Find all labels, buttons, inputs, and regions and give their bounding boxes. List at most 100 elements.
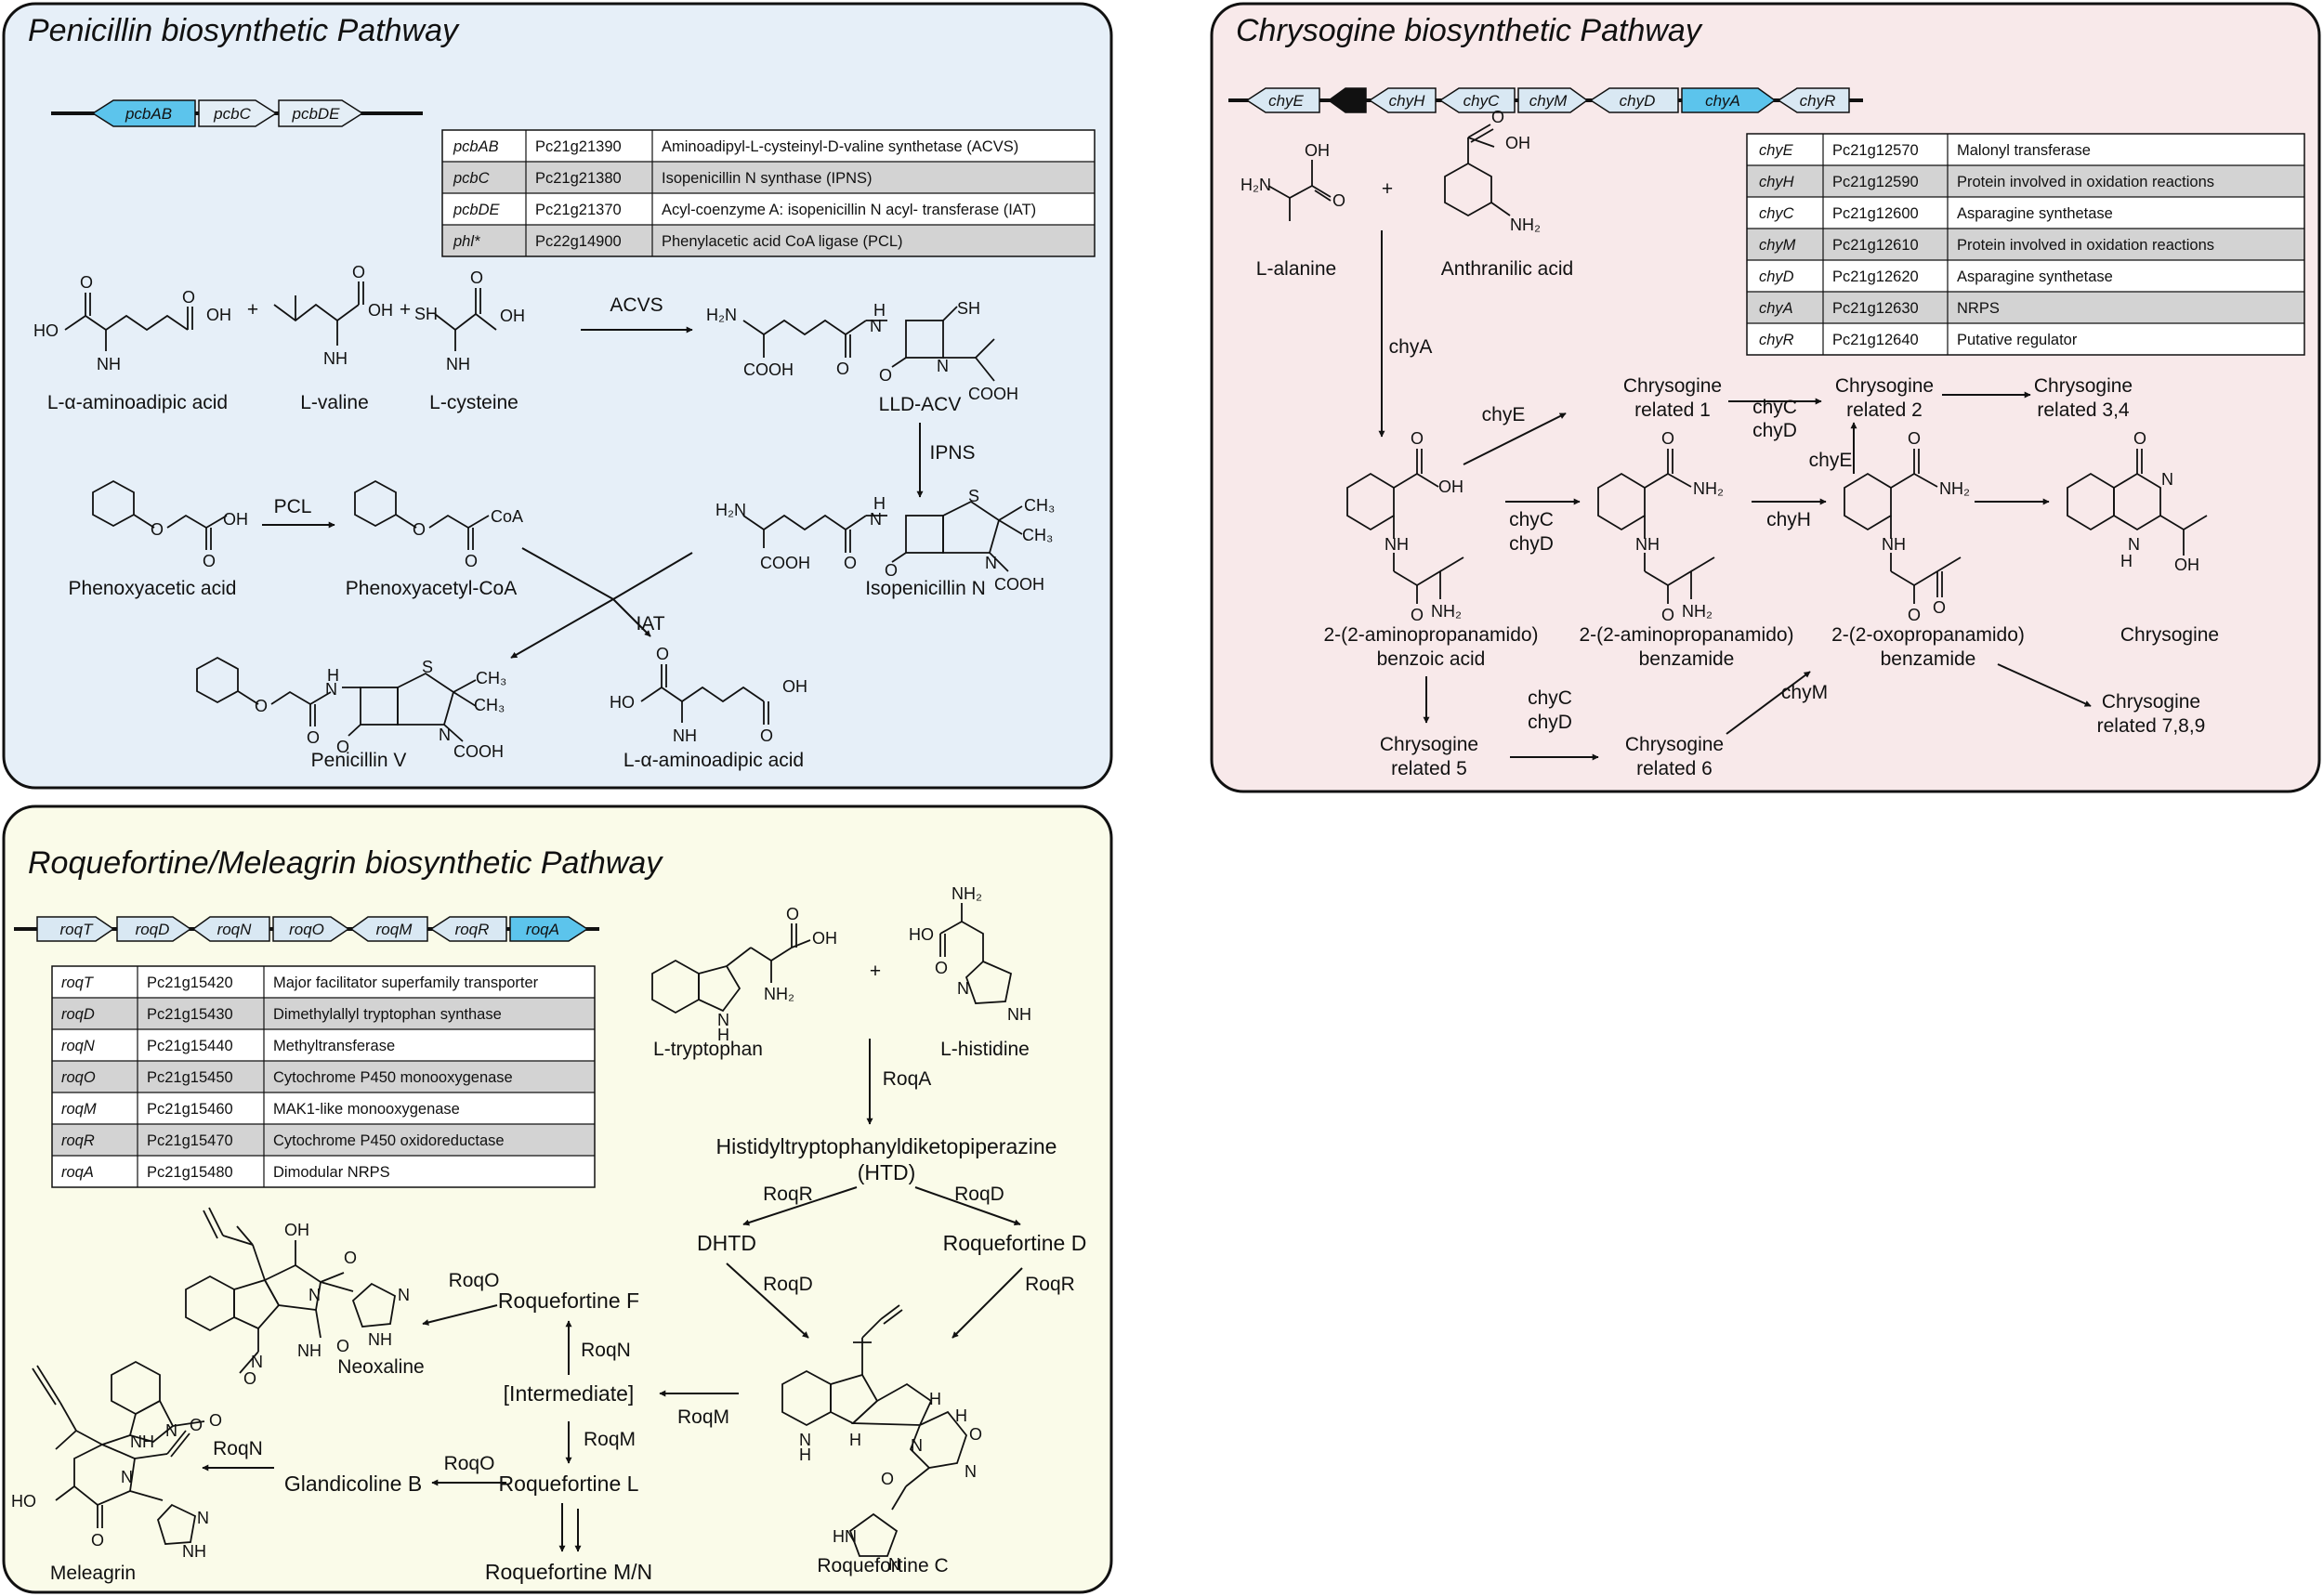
svg-text:roqN: roqN [61, 1038, 95, 1054]
svg-text:O: O [243, 1369, 256, 1388]
svg-text:O: O [656, 645, 669, 663]
svg-text:H: H [2120, 552, 2133, 570]
svg-text:NH₂: NH₂ [1939, 479, 1970, 498]
svg-text:Acyl-coenzyme A: isopenicillin: Acyl-coenzyme A: isopenicillin N acyl- t… [662, 202, 1036, 218]
enzyme-chyE: chyE [1482, 404, 1526, 425]
chrysogine-title: Chrysogine biosynthetic Pathway [1236, 13, 1703, 48]
svg-text:RoqN: RoqN [213, 1438, 263, 1459]
svg-text:Pc21g12570: Pc21g12570 [1832, 142, 1919, 159]
svg-text:OH: OH [782, 677, 807, 696]
svg-text:N: N [937, 357, 949, 375]
svg-text:related 5: related 5 [1391, 758, 1467, 779]
svg-text:Chrysogine: Chrysogine [2034, 375, 2133, 397]
svg-text:pcbDE: pcbDE [453, 202, 501, 218]
structure-cysteine [434, 288, 497, 351]
svg-text:N: N [717, 1011, 729, 1029]
svg-text:Pc21g15430: Pc21g15430 [147, 1006, 233, 1023]
label-aminoadipic-acid: L-α-aminoadipic acid [47, 392, 228, 413]
svg-text:OH: OH [368, 301, 393, 320]
svg-text:pcbDE: pcbDE [291, 105, 340, 123]
svg-text:RoqN: RoqN [581, 1340, 631, 1361]
svg-text:chyE: chyE [1759, 142, 1794, 159]
svg-text:S: S [422, 658, 433, 676]
svg-text:related 2: related 2 [1846, 399, 1923, 421]
svg-text:N: N [398, 1286, 410, 1304]
chrysogine-panel: Chrysogine biosynthetic Pathway chyE chy… [1210, 2, 2321, 793]
structure-histidine [939, 903, 1013, 1004]
svg-text:O: O [760, 726, 773, 745]
gene-arrow-pcbC [198, 99, 278, 127]
svg-text:NH: NH [97, 355, 121, 373]
svg-text:N: N [325, 680, 337, 699]
svg-text:Pc21g15470: Pc21g15470 [147, 1132, 233, 1149]
svg-text:pcbAB: pcbAB [125, 105, 172, 123]
roquefortine-title: Roquefortine/Meleagrin biosynthetic Path… [28, 845, 663, 881]
label-chrysogine: Chrysogine [2120, 624, 2219, 646]
svg-text:SH: SH [414, 305, 438, 323]
svg-text:Chrysogine: Chrysogine [2102, 691, 2200, 713]
structure-isopenicillin-n [742, 500, 1023, 572]
svg-text:+: + [870, 961, 881, 982]
svg-text:NH₂: NH₂ [1510, 216, 1541, 234]
svg-text:OH: OH [206, 306, 231, 324]
svg-text:N: N [2161, 470, 2173, 489]
svg-text:chyC: chyC [1752, 397, 1797, 418]
structure-alanine [1267, 160, 1332, 221]
svg-text:Pc21g15480: Pc21g15480 [147, 1164, 233, 1181]
svg-text:CH₃: CH₃ [1024, 496, 1055, 515]
label-anthranilic-acid: Anthranilic acid [1441, 258, 1573, 280]
svg-text:Asparagine synthetase: Asparagine synthetase [1957, 268, 2113, 285]
svg-text:Protein involved in oxidation: Protein involved in oxidation reactions [1957, 237, 2214, 254]
svg-text:COOH: COOH [453, 742, 504, 761]
svg-text:O: O [307, 728, 320, 747]
svg-text:H₂N: H₂N [706, 306, 737, 324]
svg-text:HO: HO [11, 1492, 36, 1511]
svg-text:N: N [308, 1286, 321, 1304]
gene-arrow-chyC [1438, 87, 1516, 113]
label-phenoxyacetic-acid: Phenoxyacetic acid [69, 578, 237, 599]
svg-text:O: O [1491, 108, 1504, 126]
svg-text:NH: NH [323, 349, 348, 368]
label-meleagrin: Meleagrin [50, 1563, 136, 1584]
svg-text:Asparagine synthetase: Asparagine synthetase [1957, 205, 2113, 222]
svg-text:Pc21g12610: Pc21g12610 [1832, 237, 1919, 254]
structure-phenoxyacetic-acid [92, 479, 228, 550]
svg-text:Cytochrome P450 monooxygenase: Cytochrome P450 monooxygenase [273, 1069, 513, 1086]
svg-text:pcbC: pcbC [453, 170, 490, 187]
svg-text:O: O [190, 1416, 203, 1434]
svg-text:NH: NH [446, 355, 470, 373]
svg-text:H: H [717, 1026, 729, 1044]
svg-text:O: O [1908, 429, 1921, 448]
svg-text:NH: NH [368, 1330, 392, 1349]
svg-text:chyC: chyC [1509, 509, 1554, 530]
svg-text:related 6: related 6 [1636, 758, 1713, 779]
roquefortine-panel: Roquefortine/Meleagrin biosynthetic Path… [2, 805, 1113, 1594]
svg-text:NH: NH [297, 1341, 322, 1360]
svg-text:NH: NH [673, 726, 697, 745]
svg-text:OH: OH [812, 929, 837, 948]
svg-text:Aminoadipyl-L-cysteinyl-D-vali: Aminoadipyl-L-cysteinyl-D-valine synthet… [662, 138, 1018, 155]
label-c1-line1: 2-(2-aminopropanamido) [1323, 624, 1538, 646]
structure-neoxaline [185, 1207, 396, 1374]
svg-text:RoqD: RoqD [954, 1184, 1004, 1205]
svg-text:CH₃: CH₃ [1022, 526, 1053, 544]
svg-text:RoqM: RoqM [584, 1429, 636, 1450]
gene-arrow-roqR [429, 916, 507, 942]
arrow-roqD-1 [914, 1186, 1021, 1226]
svg-text:Isopenicillin N synthase (IPNS: Isopenicillin N synthase (IPNS) [662, 170, 873, 187]
svg-text:N: N [251, 1353, 263, 1371]
svg-text:roqA: roqA [526, 921, 559, 938]
svg-text:H: H [849, 1431, 861, 1449]
svg-text:O: O [91, 1531, 104, 1550]
svg-text:chyC: chyC [1759, 205, 1794, 222]
arrow-to-related-789 [1997, 663, 2092, 707]
svg-text:O: O [1661, 606, 1674, 624]
svg-text:NH: NH [182, 1542, 206, 1561]
gene-arrow-roqM [349, 916, 428, 942]
arrow-roqD-2 [726, 1262, 809, 1339]
svg-text:O: O [465, 552, 478, 570]
svg-text:O: O [1661, 429, 1674, 448]
svg-text:+: + [247, 299, 258, 321]
svg-text:chyR: chyR [1800, 92, 1836, 110]
gene-arrow-chyE [1245, 87, 1320, 113]
